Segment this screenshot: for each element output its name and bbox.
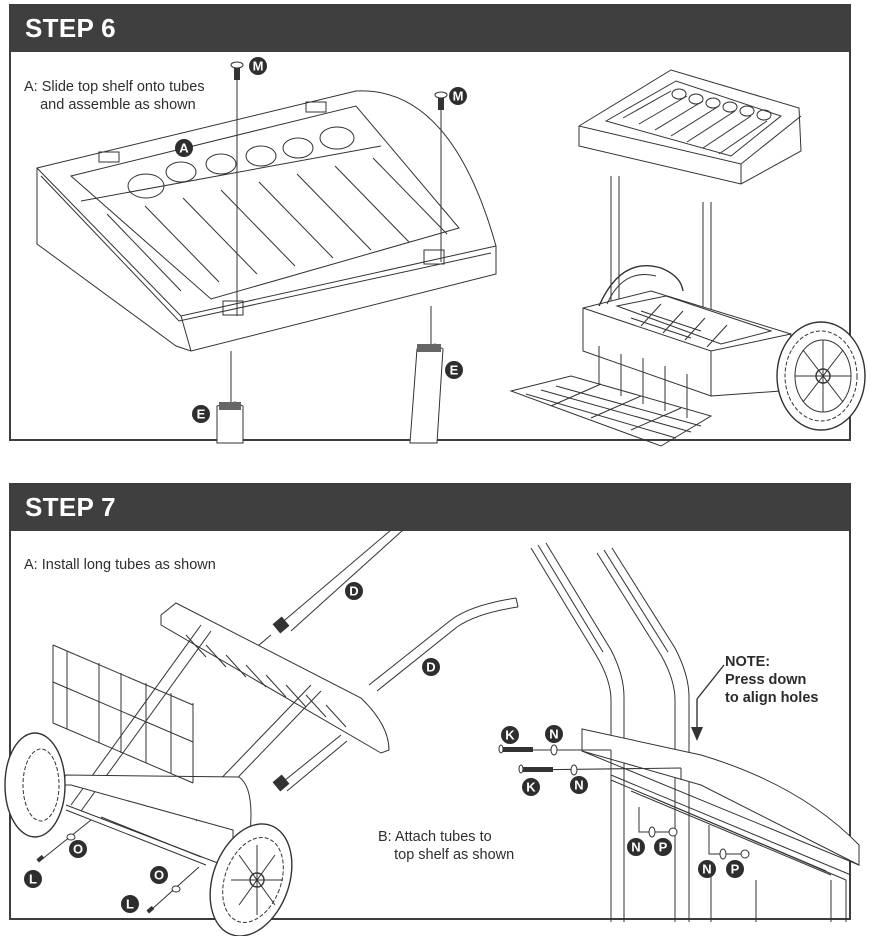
svg-text:N: N [631,840,640,855]
step-6-illustration: M M A E E [36,57,866,447]
step-6-instruction-a: A: Slide top shelf onto tubes and assemb… [24,79,205,113]
svg-text:P: P [659,840,668,855]
part-label-d-2: D [422,658,440,676]
step-7-instruction-b: B: Attach tubes to top shelf as shown [378,829,515,863]
step-7-illustration: D D K N K N N P N P O L O L [4,529,860,936]
part-label-k-1: K [501,726,519,744]
svg-text:O: O [154,868,164,883]
svg-text:K: K [505,728,515,743]
assembled-cart [509,69,866,447]
step-7-panel: STEP 7 A: Install long tubes as shown B:… [4,483,860,936]
svg-text:N: N [549,727,558,742]
step-7-instruction-a: A: Install long tubes as shown [24,557,216,573]
svg-text:M: M [253,59,264,74]
tube-shelf-detail [498,542,860,922]
step-6-panel: STEP 6 A: Slide top shelf onto tubes and… [9,4,866,447]
part-label-p-2: P [726,860,744,878]
part-label-p-1: P [654,838,672,856]
step-6-title: STEP 6 [25,13,116,43]
step-7-title: STEP 7 [25,492,116,522]
part-label-o-1: O [69,840,87,858]
part-label-l-2: L [121,895,139,913]
cart-with-long-tubes [4,529,519,936]
screw-m-right [434,91,448,262]
part-label-a: A [175,139,193,157]
part-label-d-1: D [345,582,363,600]
part-label-n-4: N [698,860,716,878]
svg-text:M: M [453,89,464,104]
svg-text:E: E [197,407,206,422]
step-6-header: STEP 6 [11,6,849,52]
part-label-m-1: M [249,57,267,75]
svg-text:N: N [574,778,583,793]
svg-text:E: E [450,363,459,378]
screw-m-left [230,61,244,316]
part-label-e-2: E [445,361,463,379]
svg-text:D: D [349,584,358,599]
svg-text:P: P [731,862,740,877]
tube-e-right [409,306,444,444]
part-label-o-2: O [150,866,168,884]
part-label-m-2: M [449,87,467,105]
part-label-n-1: N [545,725,563,743]
svg-text:K: K [526,780,536,795]
part-label-n-2: N [570,776,588,794]
svg-text:O: O [73,842,83,857]
part-label-k-2: K [522,778,540,796]
part-label-e-1: E [192,405,210,423]
note-press-down: NOTE: Press down to align holes [725,654,819,706]
svg-text:L: L [29,872,37,887]
step-7-header: STEP 7 [11,485,849,531]
part-label-l-1: L [24,870,42,888]
svg-text:N: N [702,862,711,877]
svg-text:L: L [126,897,134,912]
svg-text:D: D [426,660,435,675]
part-label-n-3: N [627,838,645,856]
tube-e-left [216,351,244,444]
svg-text:A: A [179,141,189,156]
top-shelf-exploded [36,90,497,352]
